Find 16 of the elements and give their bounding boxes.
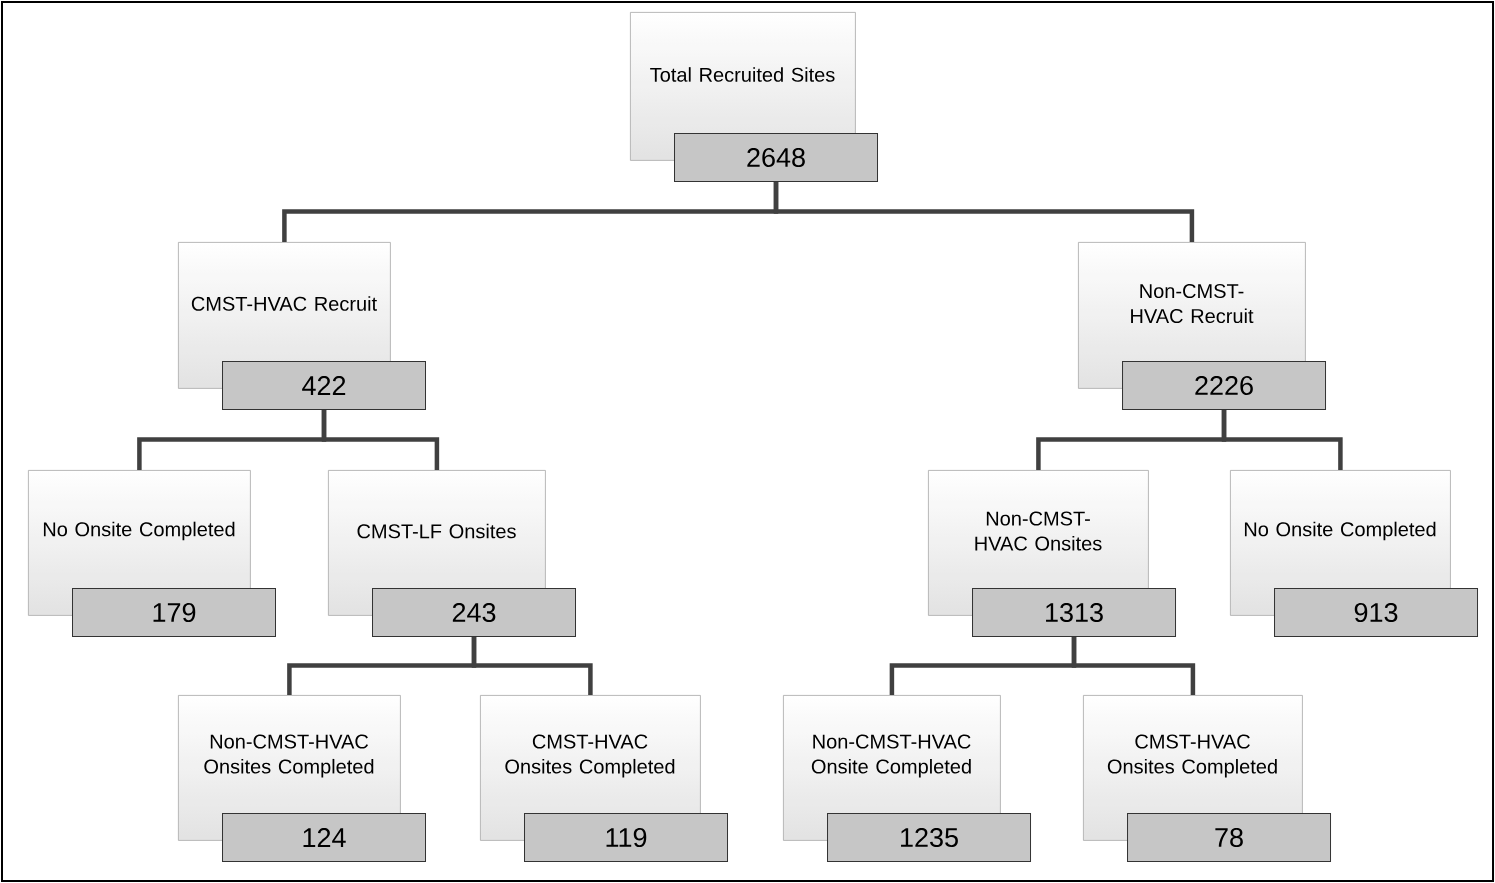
- count-card: Non-CMST-HVAC Onsite Completed 1235: [783, 695, 1031, 862]
- count-card: CMST-HVAC Onsites Completed 78: [1083, 695, 1331, 862]
- connector-line: [1221, 410, 1343, 470]
- count-card: CMST-LF Onsites 243: [328, 470, 576, 637]
- count-card: CMST-HVAC Recruit 422: [178, 242, 426, 410]
- count-card: Non-CMST-HVAC Onsites Completed 124: [178, 695, 426, 862]
- count-card: Non-CMST-HVAC Onsites 1313: [928, 470, 1176, 637]
- count-card: No Onsite Completed 179: [28, 470, 276, 637]
- connector-line: [471, 637, 593, 695]
- count-card: CMST-HVAC Onsites Completed 119: [480, 695, 728, 862]
- count-card: No Onsite Completed 913: [1230, 470, 1478, 637]
- connector-line: [321, 410, 440, 470]
- count-card: Total Recruited Sites 2648: [630, 12, 878, 182]
- connector-line: [1071, 637, 1196, 695]
- count-card: Non-CMST- HVAC Recruit 2226: [1078, 242, 1326, 410]
- connector-line: [773, 182, 1195, 242]
